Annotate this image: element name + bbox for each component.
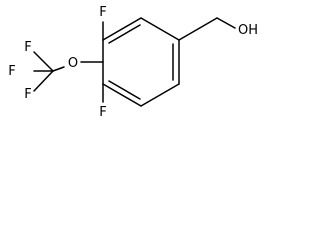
bond-ring-ch2 xyxy=(178,17,218,41)
fluorine-bottom-label: F xyxy=(99,105,106,120)
ring-bond-c3-c4 xyxy=(140,83,180,107)
ether-oxygen-label: O xyxy=(68,56,78,71)
bond-oxygen-cf3 xyxy=(52,66,65,72)
ring-bond-c6-c1-inner xyxy=(108,24,141,44)
cf3-fluorine-left-label: F xyxy=(8,64,15,79)
ring-bond-c6-c1 xyxy=(102,17,142,41)
cf3-fluorine-lower-label: F xyxy=(24,87,31,102)
chemical-structure-diagram: F F O F F F OH xyxy=(8,5,258,120)
ring-bond-c1-c2 xyxy=(140,17,180,41)
hydroxyl-label: OH xyxy=(238,23,258,38)
ring-bond-c4-c5 xyxy=(102,83,142,107)
bond-cf3-f-upper xyxy=(33,51,54,72)
bond-ch2-oh xyxy=(216,17,236,29)
ring-bond-c4-c5-inner xyxy=(108,80,141,100)
bond-cf3-f-lower xyxy=(33,70,54,92)
cf3-fluorine-upper-label: F xyxy=(24,40,31,55)
fluorine-top-label: F xyxy=(99,5,106,20)
